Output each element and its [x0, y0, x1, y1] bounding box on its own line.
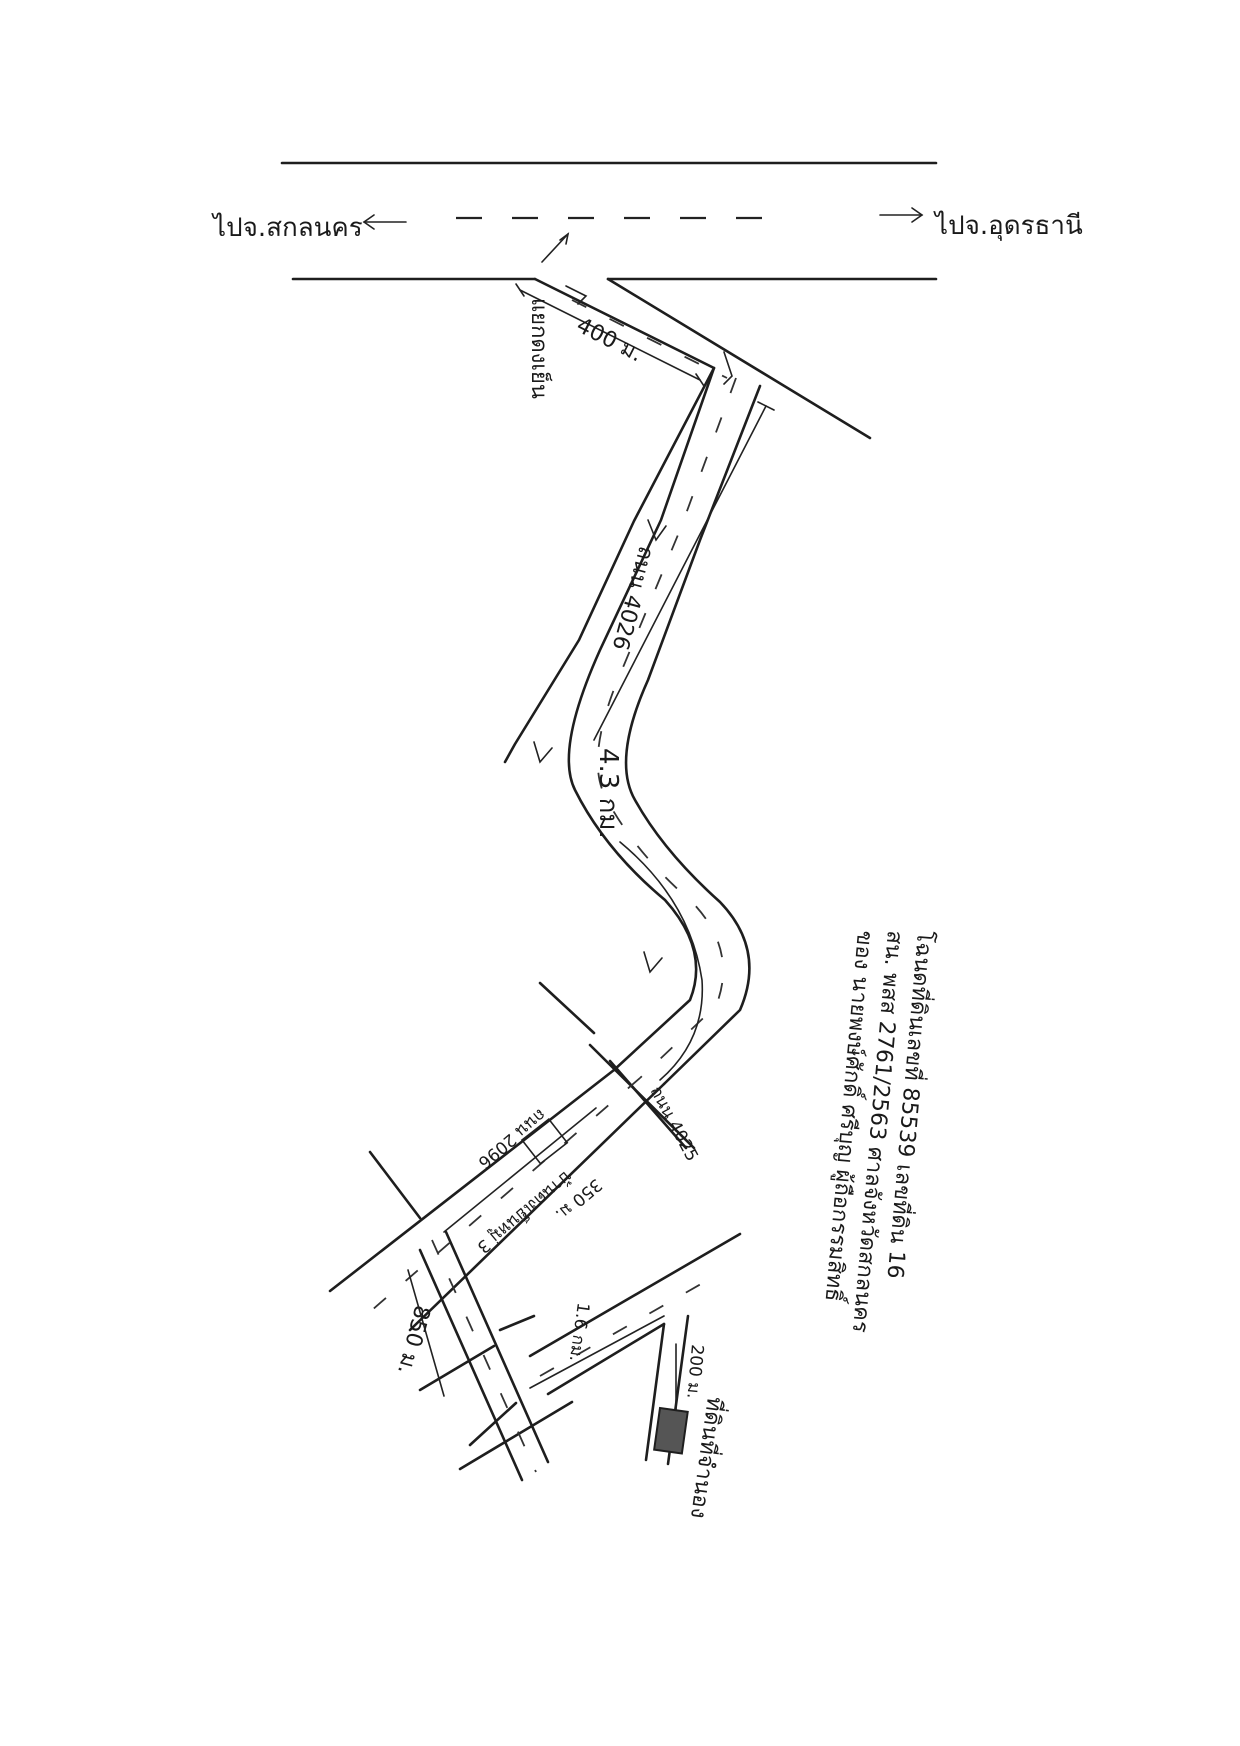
- highway: [280, 161, 938, 281]
- arrow-right-icon: [879, 207, 924, 223]
- dist-junction-label: 400 ม.: [572, 313, 646, 367]
- direction-right-label: ไปจ.อุดรธานี: [933, 210, 1083, 241]
- direction-arrow-icon: [541, 232, 733, 385]
- dist-last-label: 200 ม.: [682, 1344, 707, 1400]
- arrow-left-icon: [362, 214, 407, 230]
- direction-left-label: ไปจ.สกลนคร: [211, 212, 363, 243]
- main-road: ถนน 4026: [533, 366, 762, 1086]
- road-main-label: ถนน 4026: [607, 543, 659, 652]
- target-label: ที่ดินที่จำนอง: [685, 1395, 731, 1520]
- dist-east-label: 1.6 กม.: [565, 1301, 593, 1363]
- direction-right: ไปจ.อุดรธานี: [879, 207, 1083, 241]
- notes-block: โฉนดที่ดินเลขที่ 85539 เลขที่ดิน 16 สน. …: [819, 929, 941, 1333]
- south-roads: 850 ม. 1.6 กม.: [368, 1150, 742, 1482]
- measure-main: 4.3 กม.: [593, 401, 775, 1081]
- road-2096: ถนน 2096 บ้านดงเย็นหมู่ 3 350 ม.: [328, 1068, 666, 1332]
- direction-arrow-icon: [533, 519, 667, 974]
- target-parcel-icon: [653, 1406, 689, 1455]
- dist-main-label: 4.3 กม.: [593, 748, 623, 839]
- connector-road: [503, 232, 872, 764]
- direction-left: ไปจ.สกลนคร: [211, 212, 407, 243]
- landmark-junction-label: แยกดงเย็น: [526, 298, 554, 399]
